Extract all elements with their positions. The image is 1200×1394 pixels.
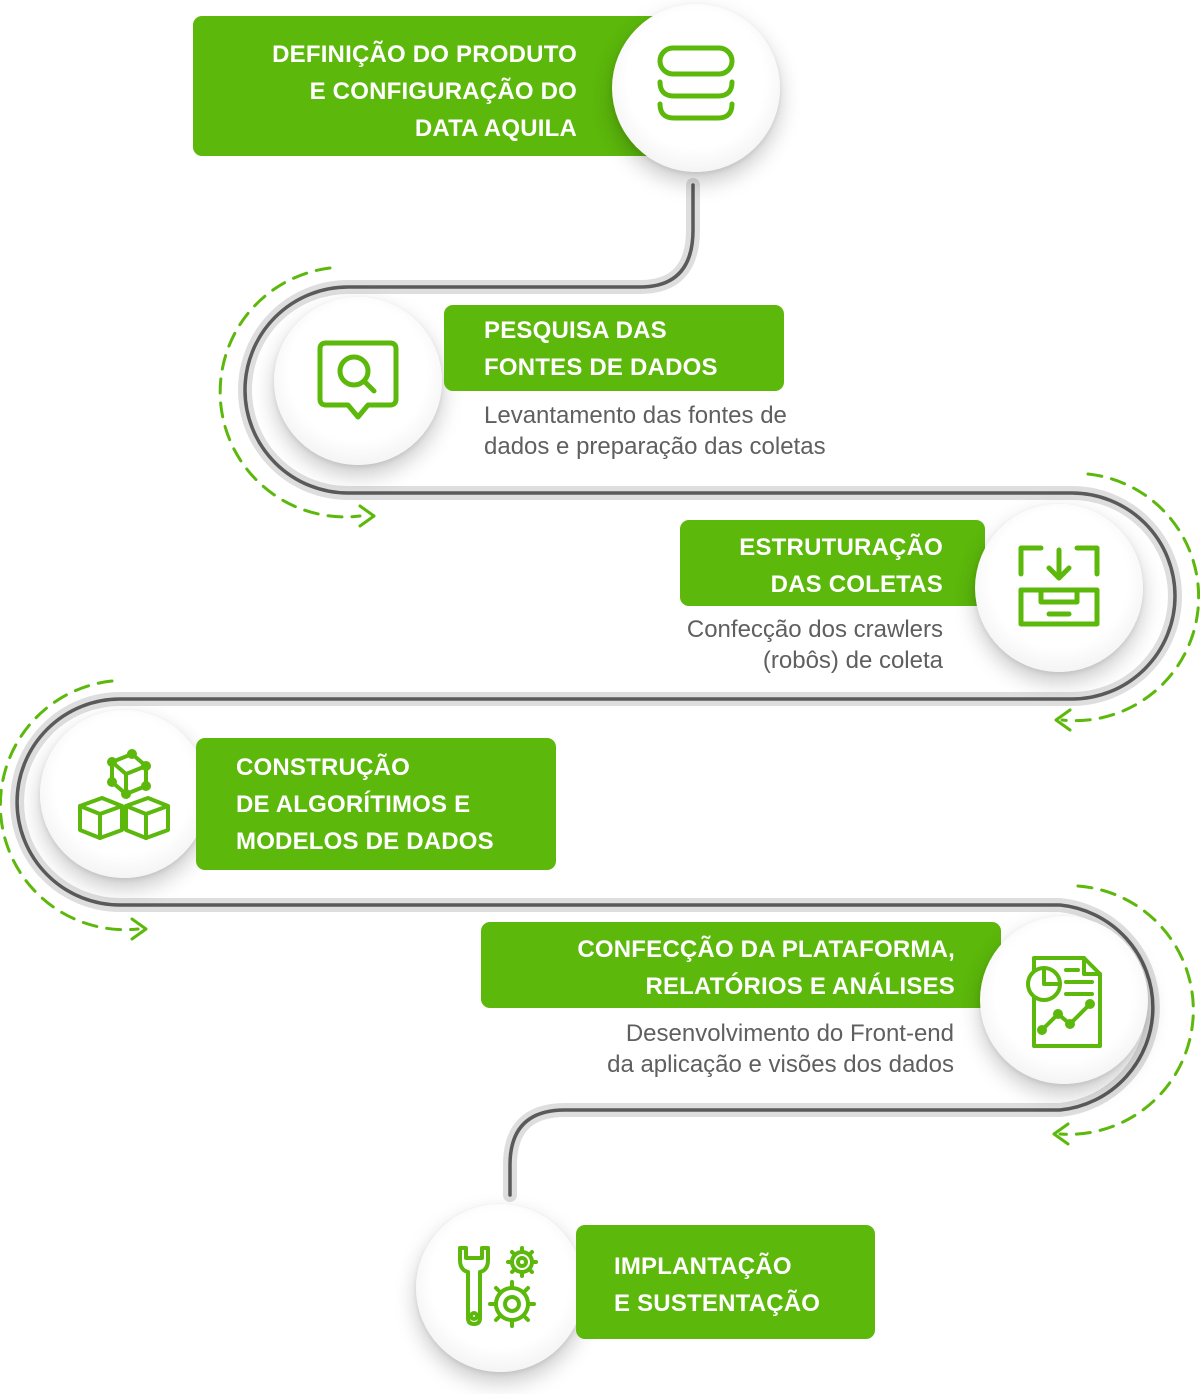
step-1-title-line: E CONFIGURAÇÃO DO — [309, 78, 577, 105]
step-2-title-line: FONTES DE DADOS — [484, 354, 718, 381]
step-1-title-box: DEFINIÇÃO DO PRODUTO E CONFIGURAÇÃO DO D… — [193, 16, 683, 156]
step-2-icon-circle — [274, 297, 442, 465]
step-4-title-line: CONSTRUÇÃO — [236, 754, 410, 781]
step-6-title-box: IMPLANTAÇÃO E SUSTENTAÇÃO — [576, 1225, 875, 1339]
arrowhead-1 — [358, 504, 376, 528]
dashed-arrow-4 — [1058, 884, 1195, 1136]
step-3-description-line: Confecção dos crawlers — [686, 616, 943, 643]
step-3-icon-circle — [975, 504, 1143, 672]
report-chart-icon — [1026, 956, 1102, 1048]
arrowhead-3 — [130, 917, 148, 941]
step-1-title-line: DATA AQUILA — [414, 115, 577, 142]
search-chat-icon — [317, 340, 399, 420]
cubes-icon — [78, 749, 170, 840]
dashed-arrow-2 — [1060, 472, 1200, 723]
step-3-description-line: (robôs) de coleta — [762, 647, 943, 674]
step-5-icon-circle — [980, 916, 1148, 1084]
step-3-title-line: DAS COLETAS — [770, 571, 943, 598]
step-3-title-line: ESTRUTURAÇÃO — [739, 534, 943, 561]
step-2-description-line: Levantamento das fontes de — [484, 402, 787, 429]
step-1-icon-circle — [612, 4, 780, 172]
inbox-download-icon — [1018, 545, 1100, 627]
step-2-title-line: PESQUISA DAS — [484, 317, 667, 344]
step-5-title-box: CONFECÇÃO DA PLATAFORMA, RELATÓRIOS E AN… — [481, 922, 1001, 1008]
step-1-title-line: DEFINIÇÃO DO PRODUTO — [272, 41, 577, 68]
arrowhead-4 — [1052, 1122, 1070, 1146]
step-4-icon-circle — [40, 710, 208, 878]
step-6-icon-circle — [416, 1204, 584, 1372]
step-5-title-line: RELATÓRIOS E ANÁLISES — [645, 973, 955, 1000]
step-4-title-line: DE ALGORÍTIMOS E — [236, 791, 471, 818]
step-5-description: Desenvolvimento do Front-end da aplicaçã… — [607, 1018, 954, 1080]
step-5-description-line: da aplicação e visões dos dados — [607, 1051, 954, 1078]
step-3-description: Confecção dos crawlers (robôs) de coleta — [687, 614, 943, 676]
step-2-description: Levantamento das fontes de dados e prepa… — [484, 400, 826, 462]
step-2-title-box: PESQUISA DAS FONTES DE DADOS — [444, 305, 784, 391]
step-5-title-line: CONFECÇÃO DA PLATAFORMA, — [577, 936, 955, 963]
layers-icon — [657, 45, 735, 121]
dashed-arrow-1 — [218, 266, 362, 519]
step-4-title-line: MODELOS DE DADOS — [236, 828, 494, 855]
step-4-title-box: CONSTRUÇÃO DE ALGORÍTIMOS E MODELOS DE D… — [196, 738, 556, 870]
step-5-description-line: Desenvolvimento do Front-end — [625, 1020, 954, 1047]
step-3-title-box: ESTRUTURAÇÃO DAS COLETAS — [680, 520, 985, 606]
dashed-arrow-3 — [0, 679, 140, 932]
wrench-gears-icon — [458, 1246, 538, 1328]
arrowhead-2 — [1054, 708, 1072, 732]
step-6-title-line: IMPLANTAÇÃO — [614, 1253, 792, 1280]
step-6-title-line: E SUSTENTAÇÃO — [614, 1290, 821, 1317]
step-2-description-line: dados e preparação das coletas — [484, 433, 826, 460]
